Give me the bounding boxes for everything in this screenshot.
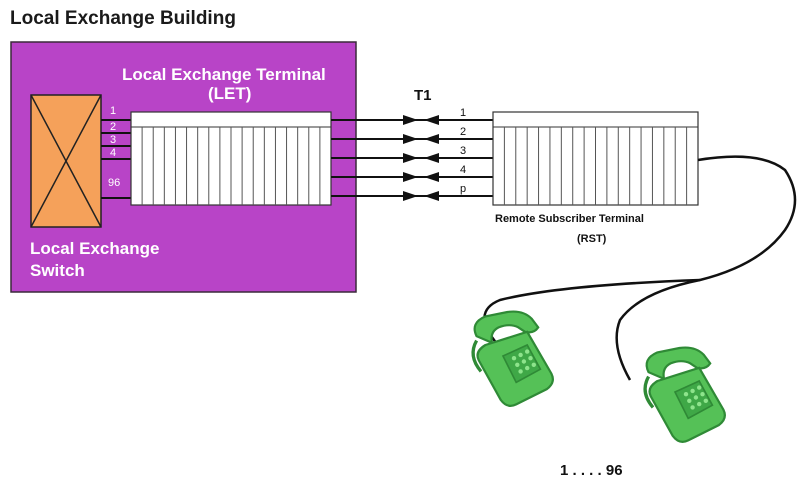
arrow-left-icon <box>424 191 439 201</box>
let-label-line2: (LET) <box>208 84 251 103</box>
switch-port-2: 2 <box>110 121 116 133</box>
arrow-right-icon <box>403 153 418 163</box>
arrow-right-icon <box>403 172 418 182</box>
switch-label-line1: Local Exchange <box>30 239 159 258</box>
switch-port-lines <box>101 119 131 199</box>
rst-label-line2: (RST) <box>577 233 607 245</box>
let-label-line1: Local Exchange Terminal <box>122 65 326 84</box>
trunk-label: T1 <box>414 87 432 104</box>
trunk-line-label: 1 <box>460 107 466 119</box>
switch-port-1: 1 <box>110 105 116 117</box>
phones-range-label: 1 . . . . 96 <box>560 462 623 479</box>
trunk-line-label: 2 <box>460 126 466 138</box>
building-label: Local Exchange Building <box>10 8 236 29</box>
arrow-right-icon <box>403 115 418 125</box>
switch-port-4: 4 <box>110 147 116 159</box>
local-exchange-switch <box>30 94 102 228</box>
arrow-right-icon <box>403 134 418 144</box>
t1-trunk-lines: 1 2 3 4 p <box>331 107 493 201</box>
rst-label-line1: Remote Subscriber Terminal <box>495 213 644 225</box>
arrow-left-icon <box>424 134 439 144</box>
arrow-left-icon <box>424 153 439 163</box>
arrow-left-icon <box>424 172 439 182</box>
trunk-line-label: p <box>460 183 466 195</box>
switch-port-96: 96 <box>108 177 120 189</box>
arrow-right-icon <box>403 191 418 201</box>
trunk-line-label: 4 <box>460 164 466 176</box>
let-terminal <box>130 111 332 206</box>
subscriber-cable <box>615 155 797 381</box>
arrow-left-icon <box>424 115 439 125</box>
trunk-line-label: 3 <box>460 145 466 157</box>
rst-terminal <box>492 111 699 206</box>
switch-port-3: 3 <box>110 134 116 146</box>
switch-label-line2: Switch <box>30 261 85 280</box>
telephone-icon <box>643 345 727 444</box>
telephone-icon <box>471 309 555 408</box>
